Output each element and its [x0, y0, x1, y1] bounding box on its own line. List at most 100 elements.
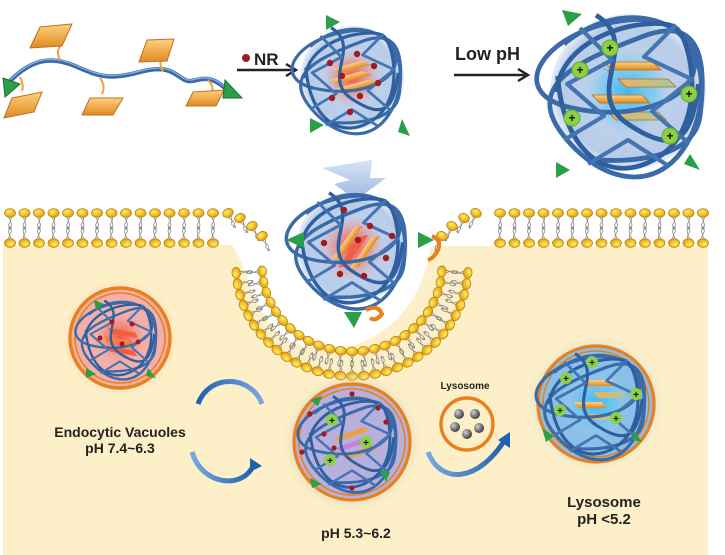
nr-loading-step: NR — [237, 50, 299, 78]
lipid-molecule — [435, 315, 456, 331]
low-ph-step: Low pH — [454, 44, 531, 83]
lipid-molecule — [668, 225, 680, 248]
orange-curl — [427, 234, 442, 262]
svg-text:+: + — [666, 129, 673, 143]
lipid-molecule — [346, 346, 358, 368]
lipid-molecule — [444, 298, 466, 312]
endocytic-vacuole — [58, 276, 182, 400]
enzyme-granule — [450, 409, 484, 439]
lipid-molecule — [653, 208, 666, 231]
lipid-molecule — [639, 225, 651, 248]
lipid-molecule — [256, 231, 271, 252]
endocytic-ph-label: pH 7.4~6.3 — [85, 440, 155, 456]
lipid-molecule — [451, 267, 473, 279]
lipid-molecule — [250, 286, 272, 299]
lipid-molecule — [4, 208, 16, 231]
lipid-molecule — [222, 208, 237, 229]
end-group-triangle — [2, 77, 21, 99]
swollen-nanoparticle: + + + + + — [537, 10, 706, 178]
lipid-molecule — [566, 225, 579, 248]
lipid-molecule — [566, 208, 579, 231]
acidifying-endosome: + + + — [280, 370, 424, 514]
lysosome-small-label: Lysosome — [440, 381, 490, 392]
lipid-molecule — [448, 288, 469, 301]
lipid-molecule — [18, 208, 31, 231]
lipid-molecule — [508, 225, 521, 248]
lipid-molecule — [76, 208, 89, 231]
lipid-molecule — [207, 208, 219, 231]
lipid-molecule — [4, 225, 16, 248]
lipid-molecule — [595, 225, 608, 248]
loaded-nanoparticle — [290, 15, 410, 136]
lipid-molecule — [429, 323, 449, 340]
protonated-charge: + + + + + — [563, 39, 698, 145]
lipid-molecule — [263, 330, 281, 348]
nr-label: NR — [254, 50, 279, 69]
lipid-molecule — [271, 337, 288, 356]
lipid-molecule — [311, 355, 324, 377]
lipid-molecule — [415, 337, 433, 356]
lipid-molecule — [433, 231, 448, 252]
lipid-molecule — [76, 225, 89, 248]
downward-arrow — [322, 160, 386, 200]
svg-text:+: + — [568, 111, 575, 125]
lipid-molecule — [47, 225, 60, 248]
lysosome-label: Lysosome — [567, 494, 641, 511]
lipid-molecule — [697, 225, 709, 248]
lipid-molecule — [245, 265, 267, 278]
lipid-molecule — [408, 323, 426, 341]
nile-red-cargo — [320, 206, 396, 280]
lipid-molecule — [120, 225, 132, 248]
lipid-molecule — [437, 265, 459, 278]
lipid-molecule — [91, 208, 103, 231]
red-dot-icon — [242, 54, 250, 62]
svg-text:+: + — [576, 63, 583, 77]
lipid-molecule — [440, 307, 461, 322]
lipid-molecule — [238, 298, 259, 312]
lipid-molecule — [552, 225, 564, 248]
lipid-molecule — [399, 330, 416, 349]
polymer-backbone — [5, 58, 228, 91]
lipid-molecule — [380, 355, 393, 377]
lipid-molecule — [105, 208, 118, 231]
lipid-molecule — [120, 208, 132, 231]
lipid-molecule — [47, 208, 60, 231]
lipid-molecule — [523, 225, 535, 248]
svg-text:+: + — [613, 414, 619, 425]
curved-arrow — [189, 379, 510, 484]
lipid-molecule — [163, 225, 176, 248]
lipid-molecule — [134, 225, 147, 248]
lysosome-vesicle: + + + + + — [524, 332, 668, 476]
lipid-molecule — [279, 323, 296, 341]
nile-red-cargo — [326, 50, 382, 116]
lipid-molecule — [610, 208, 622, 231]
end-group-triangle — [222, 78, 244, 99]
lipid-molecule — [368, 344, 381, 365]
lipid-molecule — [494, 208, 506, 231]
lipid-molecule — [624, 208, 637, 231]
lipid-molecule — [300, 352, 314, 373]
lipid-molecule — [105, 225, 118, 248]
lipid-molecule — [428, 296, 449, 311]
lipid-molecule — [280, 342, 296, 362]
lipid-molecule — [455, 213, 470, 234]
lipid-molecule — [624, 225, 637, 248]
lipid-molecule — [508, 208, 521, 231]
lipid-molecule — [682, 208, 695, 231]
svg-text:+: + — [633, 390, 639, 401]
lipid-molecule — [595, 208, 608, 231]
arrowhead — [285, 62, 299, 78]
svg-text:+: + — [327, 456, 333, 467]
svg-text:+: + — [563, 374, 569, 385]
low-ph-label: Low pH — [455, 44, 520, 64]
lipid-molecule — [537, 225, 550, 248]
lipid-molecule — [407, 343, 424, 362]
lipid-molecule — [33, 225, 45, 248]
svg-text:+: + — [685, 87, 692, 101]
svg-text:+: + — [557, 406, 563, 417]
lipid-molecule — [192, 208, 205, 231]
arrowhead — [517, 67, 531, 83]
lipid-molecule — [653, 225, 666, 248]
lipid-molecule — [192, 225, 205, 248]
endocytic-vacuoles-label: Endocytic Vacuoles — [54, 424, 186, 440]
